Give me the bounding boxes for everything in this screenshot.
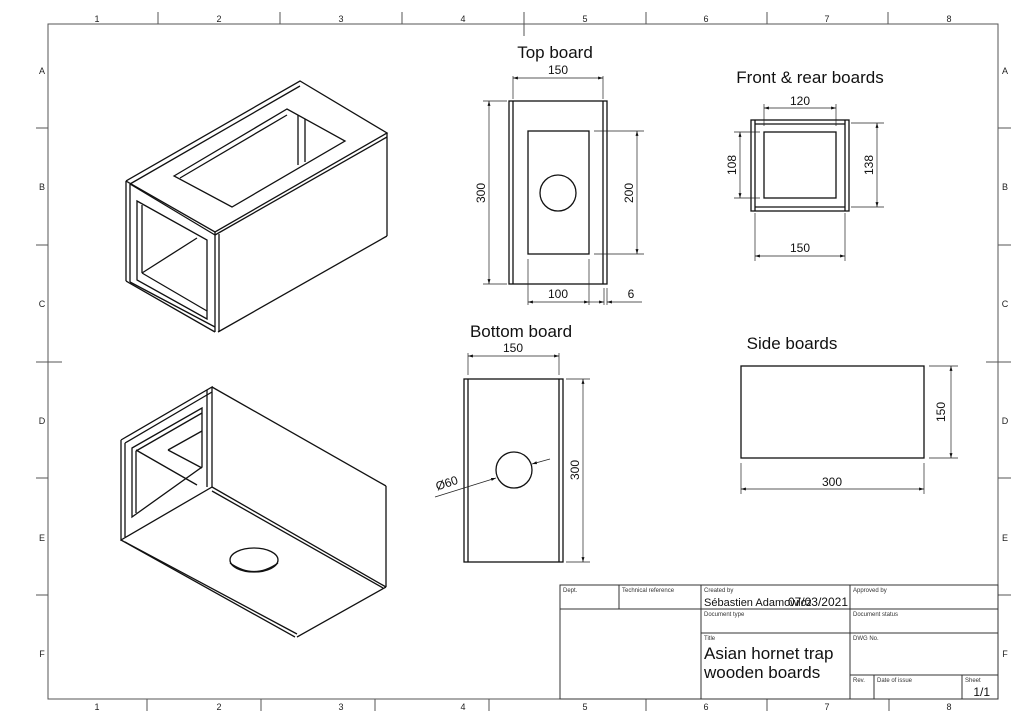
zone-col-5-bottom: 5 <box>582 702 587 712</box>
zone-row-b-right: B <box>1002 182 1008 192</box>
bottom-board-title: Bottom board <box>470 322 572 341</box>
zone-row-a-right: A <box>1002 66 1008 76</box>
zone-ticks-top <box>157 12 889 36</box>
tb-title-line1: Asian hornet trap <box>704 644 833 663</box>
tb-dept-label: Dept. <box>563 588 578 594</box>
front-rear-dim-inner-height: 108 <box>725 155 739 175</box>
bottom-board-dim-height: 300 <box>568 460 582 480</box>
side-boards-view: Side boards 150 300 <box>740 334 958 494</box>
zone-row-e-right: E <box>1002 533 1008 543</box>
zone-col-4-bottom: 4 <box>460 702 465 712</box>
tb-doc-type-label: Document type <box>704 612 745 618</box>
isometric-view-top <box>125 80 389 333</box>
top-board-dim-height: 300 <box>474 183 488 203</box>
tb-dwg-no-label: DWG No. <box>853 636 879 642</box>
zone-col-6-bottom: 6 <box>703 702 708 712</box>
side-boards-dim-height: 150 <box>934 402 948 422</box>
zone-row-f-right: F <box>1002 649 1008 659</box>
tb-created-by-value: Sébastien Adamowicz <box>704 597 812 609</box>
zone-col-8-bottom: 8 <box>946 702 951 712</box>
zone-ticks-right <box>986 127 1011 596</box>
zone-row-a-left: A <box>39 66 45 76</box>
top-board-dim-thickness: 6 <box>628 287 635 301</box>
zone-row-d-right: D <box>1002 416 1009 426</box>
zone-row-c-right: C <box>1002 299 1009 309</box>
zone-col-3-top: 3 <box>338 14 343 24</box>
tb-sheet-value: 1/1 <box>973 685 990 699</box>
zone-ticks-bottom <box>146 699 890 711</box>
zone-row-d-left: D <box>39 416 46 426</box>
zone-col-1-top: 1 <box>94 14 99 24</box>
top-board-view: Top board 150 300 200 100 6 <box>474 43 644 305</box>
zone-col-6-top: 6 <box>703 14 708 24</box>
zone-col-5-top: 5 <box>582 14 587 24</box>
tb-approved-by-label: Approved by <box>853 588 887 594</box>
front-rear-boards-view: Front & rear boards 120 108 138 150 <box>725 68 884 261</box>
top-board-dim-opening-height: 200 <box>622 183 636 203</box>
tb-sheet-label: Sheet <box>965 678 981 684</box>
tb-tech-ref-label: Technical reference <box>622 588 675 594</box>
front-rear-dim-inner-width: 120 <box>790 94 810 108</box>
title-block: Dept. Technical reference Created by Séb… <box>559 584 999 700</box>
zone-row-e-left: E <box>39 533 45 543</box>
zone-col-7-top: 7 <box>824 14 829 24</box>
side-boards-title: Side boards <box>747 334 838 353</box>
top-board-dim-opening-width: 100 <box>548 287 568 301</box>
zone-col-3-bottom: 3 <box>338 702 343 712</box>
bottom-board-dim-width: 150 <box>503 341 523 355</box>
drawing-frame <box>47 23 999 700</box>
zone-row-c-left: C <box>39 299 46 309</box>
tb-created-date: 07/03/2021 <box>788 595 848 609</box>
zone-col-4-top: 4 <box>460 14 465 24</box>
zone-col-1-bottom: 1 <box>94 702 99 712</box>
zone-col-2-bottom: 2 <box>216 702 221 712</box>
bottom-board-view: Bottom board 150 300 Ø60 <box>434 322 590 563</box>
zone-row-b-left: B <box>39 182 45 192</box>
tb-title-label: Title <box>704 636 716 642</box>
tb-doc-status-label: Document status <box>853 612 898 618</box>
front-rear-dim-outer-height: 138 <box>862 155 876 175</box>
zone-col-7-bottom: 7 <box>824 702 829 712</box>
bottom-board-dim-hole: Ø60 <box>434 473 460 493</box>
zone-ticks-left <box>36 127 62 596</box>
tb-created-by-label: Created by <box>704 588 733 594</box>
top-board-title: Top board <box>517 43 593 62</box>
top-board-dim-width: 150 <box>548 63 568 77</box>
zone-col-2-top: 2 <box>216 14 221 24</box>
front-rear-boards-title: Front & rear boards <box>736 68 883 87</box>
front-rear-dim-outer-width: 150 <box>790 241 810 255</box>
isometric-view-bottom <box>120 385 387 638</box>
zone-col-8-top: 8 <box>946 14 951 24</box>
tb-date-of-issue-label: Date of issue <box>877 678 913 684</box>
zone-row-f-left: F <box>39 649 45 659</box>
tb-title-line2: wooden boards <box>703 663 820 682</box>
tb-rev-label: Rev. <box>853 678 865 684</box>
side-boards-dim-width: 300 <box>822 475 842 489</box>
